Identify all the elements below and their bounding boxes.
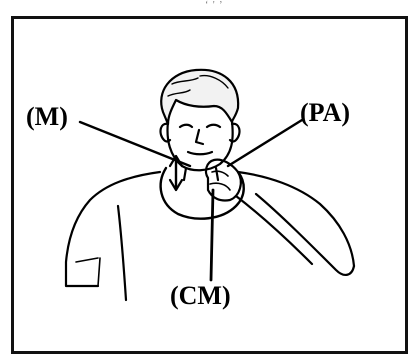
- mouth: [188, 152, 212, 154]
- leader-m: [80, 122, 190, 166]
- label-handshape: (CM): [170, 283, 231, 309]
- nose: [196, 130, 203, 144]
- hand: [206, 160, 241, 201]
- face: [168, 122, 233, 170]
- left-shoulder-arm: [66, 172, 160, 286]
- hair: [161, 70, 238, 124]
- label-movement: (M): [26, 104, 68, 130]
- right-eye: [207, 125, 220, 127]
- right-forearm-inner: [236, 196, 312, 264]
- torso-left: [118, 206, 126, 300]
- label-palm-orientation: (PA): [300, 100, 350, 126]
- location-circle: [161, 168, 244, 219]
- right-forearm-outer: [256, 194, 354, 275]
- left-sleeve: [76, 258, 100, 286]
- leader-cm: [211, 190, 213, 280]
- right-shoulder: [238, 172, 354, 266]
- finger-lines: [210, 171, 230, 190]
- left-eye: [180, 125, 192, 127]
